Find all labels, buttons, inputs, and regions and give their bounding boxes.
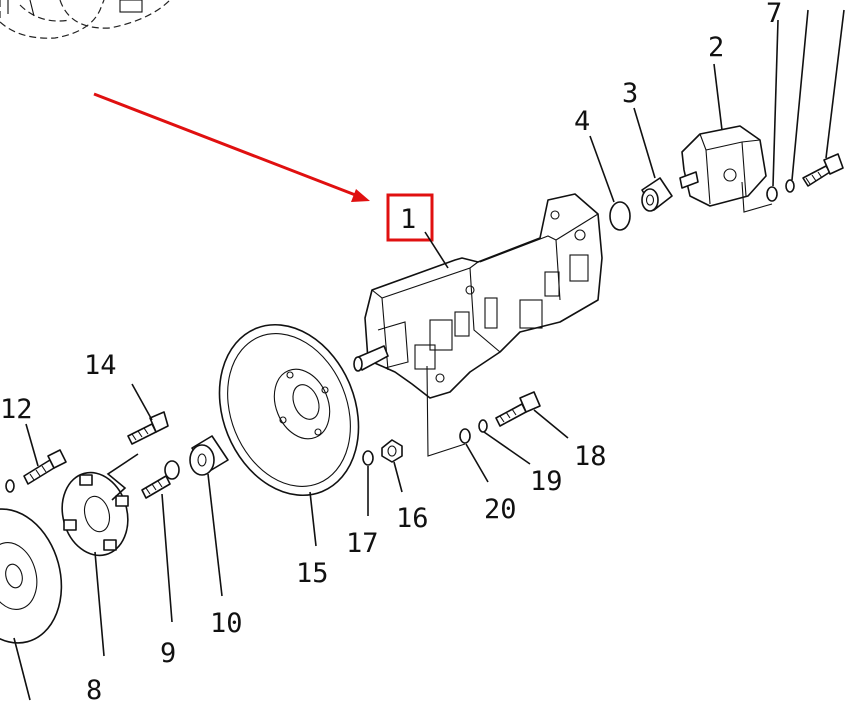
bolt-part-12 — [5, 449, 67, 493]
callout-7: 7 — [766, 0, 782, 29]
bolt-set-top-right — [741, 153, 844, 213]
o-ring-part-4 — [609, 201, 631, 231]
coupling-part-8 — [61, 471, 129, 557]
leader-lines — [13, 9, 845, 701]
flywheel-disc-part-15 — [218, 323, 360, 497]
callout-12: 12 — [0, 394, 33, 425]
callout-8: 8 — [86, 675, 102, 706]
engine-outline-ghost — [0, 0, 171, 39]
callout-18: 18 — [574, 441, 607, 472]
bolt-part-14 — [127, 411, 169, 445]
callout-1: 1 — [400, 204, 416, 235]
bolt-set-18-19-20 — [426, 365, 541, 457]
main-pump — [353, 193, 603, 399]
callout-2: 2 — [708, 32, 724, 63]
callout-3: 3 — [622, 78, 638, 109]
callout-15: 15 — [296, 558, 329, 589]
callout-17: 17 — [346, 528, 379, 559]
gear-pump-part-2 — [679, 125, 767, 207]
washer-part-17 — [362, 450, 374, 466]
callout-arrow — [93, 92, 370, 202]
callout-10: 10 — [210, 608, 243, 639]
callout-19: 19 — [530, 466, 563, 497]
sleeve-part-3 — [641, 177, 673, 212]
callout-20: 20 — [484, 494, 517, 525]
callout-16: 16 — [396, 503, 429, 534]
callout-4: 4 — [574, 106, 590, 137]
flywheel-bottom-left — [0, 508, 63, 644]
callout-9: 9 — [160, 638, 176, 669]
highlight-box — [386, 193, 434, 242]
callout-14: 14 — [84, 350, 117, 381]
nut-part-16 — [381, 439, 403, 463]
eye-bolt-part-9 — [141, 460, 180, 499]
spacer-part-10 — [189, 435, 229, 476]
